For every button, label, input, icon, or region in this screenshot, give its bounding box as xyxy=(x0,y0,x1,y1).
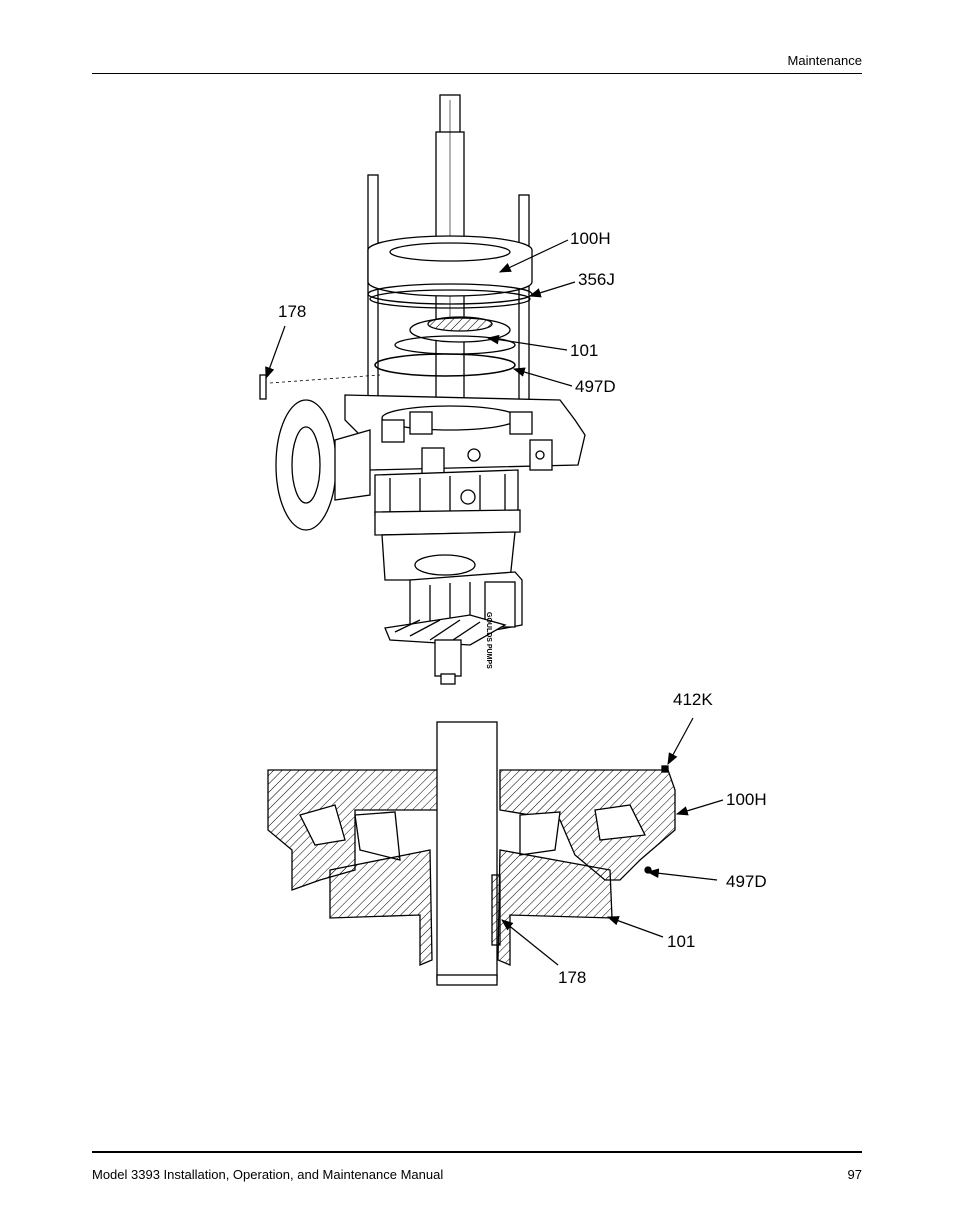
leader-100H-bottom xyxy=(675,799,724,816)
callout-497D-bottom: 497D xyxy=(726,872,767,891)
header-rule xyxy=(92,73,862,74)
footer-rule xyxy=(92,1151,862,1153)
leader-101-top xyxy=(486,334,568,351)
callout-101-top: 101 xyxy=(570,341,599,360)
tie-rod-right xyxy=(518,194,530,421)
manual-title: Model 3393 Installation, Operation, and … xyxy=(92,1167,444,1182)
casting-text: GOULDS PUMPS xyxy=(485,612,492,669)
cross-section xyxy=(267,721,676,986)
leader-497D-bottom xyxy=(646,868,718,881)
leader-412K xyxy=(667,717,694,766)
leader-100H-top xyxy=(498,239,569,273)
leader-356J xyxy=(528,281,576,298)
callout-100H-top: 100H xyxy=(570,229,611,248)
callout-412K: 412K xyxy=(673,690,713,709)
page-number: 97 xyxy=(847,1167,862,1182)
leader-178-top xyxy=(265,325,286,380)
leader-497D-top xyxy=(512,367,573,387)
callout-178-bottom: 178 xyxy=(558,968,587,987)
exploded-view xyxy=(259,94,586,685)
callout-178-top: 178 xyxy=(278,302,307,321)
leader-101-bottom xyxy=(606,916,664,938)
callout-101-bottom: 101 xyxy=(667,932,696,951)
callout-100H-bottom: 100H xyxy=(726,790,767,809)
leader-178-bottom xyxy=(501,919,559,966)
callout-497D-top: 497D xyxy=(575,377,616,396)
running-header: Maintenance xyxy=(787,53,862,68)
callout-356J: 356J xyxy=(578,270,615,289)
